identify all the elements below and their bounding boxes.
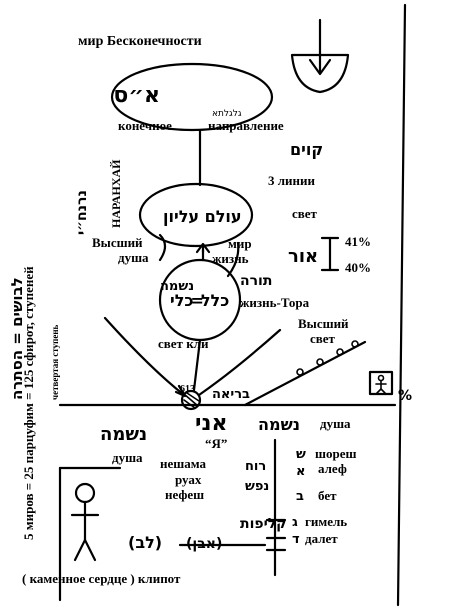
hebrew-lev: לב [135, 533, 154, 552]
label-light-vessel: свет кли [158, 336, 209, 351]
pct-100-label: % [398, 388, 412, 404]
hebrew-left-column-2: נרנח״י [74, 190, 90, 235]
figure-head [377, 374, 385, 382]
label-vertical-left: 5 миров = 25 парцуфим = 125 сфирот, ступ… [21, 266, 36, 540]
hebrew-olam-elyon: עולם עליון [163, 207, 242, 226]
label-finite: конечное [118, 118, 172, 133]
label-life-torah: жизнь-Тора [240, 295, 310, 310]
label-root: шореш [315, 446, 356, 461]
letter-gimel: ג [292, 515, 298, 530]
label-pct-40: 40% [345, 260, 371, 275]
label-neshama: нешама [160, 456, 207, 471]
label-alef: алеф [318, 461, 347, 476]
label-three-lines: 3 линии [268, 173, 316, 188]
up-arrow-icon [195, 242, 211, 254]
label-stone-heart: ( каменное сердце ) клипот [22, 571, 181, 586]
label-light-2: свет [310, 331, 336, 346]
label-gimel: гимель [305, 514, 347, 529]
bead-4 [351, 340, 359, 348]
self-circle [180, 389, 202, 411]
letter-dalet: ד [292, 532, 300, 547]
hebrew-neshama: נשמה [160, 279, 194, 294]
hebrew-ani: אני [195, 411, 227, 436]
left-curve [158, 233, 167, 262]
left-arrowhead-icon [174, 384, 187, 398]
letter-shin: ש [296, 447, 306, 462]
hebrew-neshama-right: נשמה [258, 415, 300, 434]
label-soul: душа [118, 250, 149, 265]
hebrew-lev-even: (לב) [128, 533, 162, 552]
hebrew-klal: כלל [201, 291, 229, 310]
diagonal-line [243, 340, 367, 407]
center-line-low [192, 338, 202, 392]
upper-world-ellipse [138, 182, 254, 248]
bowl-arrow-head-icon [308, 58, 332, 76]
label-bet: бет [318, 488, 337, 503]
label-higher-light: Высший [298, 316, 349, 331]
left-arrow-to-self [103, 316, 186, 397]
hebrew-or: אור [288, 246, 318, 267]
hebrew-nefesh: נפש [245, 479, 269, 494]
hebrew-kavim: קוים [290, 140, 323, 159]
letter-alef: א [296, 464, 305, 479]
label-world-infinity: мир Бесконечности [78, 34, 202, 49]
label-naranhai: НАРАНХАЙ [109, 159, 123, 228]
label-fourth-level: четвертая ступень [50, 324, 60, 400]
hebrew-bria: בריאה [212, 387, 250, 402]
figure-limbs [375, 383, 387, 394]
hebrew-galgalta: גלגלתא [212, 109, 242, 119]
hebrew-klal-kli: כלל=כלי [170, 291, 229, 310]
hebrew-neshama-low: נשמה [100, 424, 147, 445]
figure-box [368, 370, 394, 396]
label-direction: направление [208, 118, 284, 133]
bowl-icon [290, 53, 350, 94]
label-self: “Я” [205, 436, 227, 451]
right-curve [226, 241, 240, 278]
right-arrow-to-self [197, 328, 282, 397]
self-hatch-1 [183, 393, 199, 407]
label-light: свет [292, 206, 318, 221]
hebrew-ein-sof: א״ס [113, 83, 160, 108]
hebrew-kli: כלי [170, 291, 193, 310]
equals-sign: = [190, 291, 203, 310]
pct-bar-caps [320, 236, 340, 272]
self-hatch-3 [186, 392, 200, 402]
hebrew-ruah: רוח [245, 459, 266, 474]
label-soul-bottom: душа [112, 450, 143, 465]
label-nefesh: нефеш [165, 487, 204, 502]
label-dalet: далет [305, 531, 338, 546]
hebrew-klipot: קליפות [240, 516, 286, 532]
bead-1 [296, 368, 304, 376]
letter-bet: ב [296, 489, 304, 504]
hebrew-left-column-1: לבושים = הסתרה [8, 277, 26, 400]
label-world: мир [228, 236, 252, 251]
label-higher-soul: Высший [92, 235, 143, 250]
right-border-line [396, 3, 407, 607]
label-life: жизнь [212, 251, 249, 266]
label-ruah: руах [175, 472, 202, 487]
bead-2 [316, 358, 324, 366]
bead-3 [336, 348, 344, 356]
hebrew-torah: תורה [240, 273, 272, 289]
infinity-ellipse [110, 62, 274, 132]
label-613: 613 [180, 384, 195, 395]
label-pct-41: 41% [345, 234, 371, 249]
label-soul-right: душа [320, 416, 351, 431]
stick-figure-limbs [70, 513, 100, 562]
stick-figure-head [74, 482, 96, 504]
hebrew-even: (אבן) [186, 536, 222, 552]
self-hatch-2 [183, 399, 196, 409]
hebrew-even-word: אבן [192, 536, 216, 552]
